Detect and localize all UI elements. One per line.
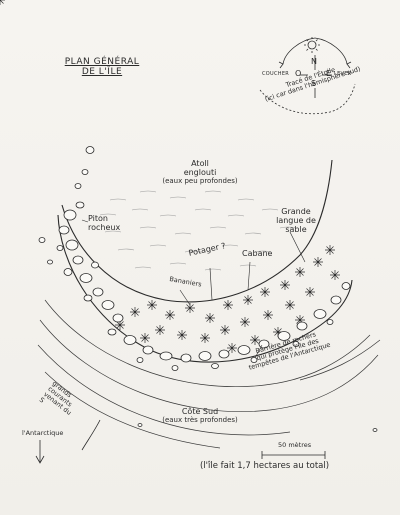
label-cote-sud: Côte Sud (eaux très profondes) <box>150 407 250 424</box>
rock-barrier <box>38 146 378 432</box>
compass-north-label: N <box>311 57 317 66</box>
label-grande-line1: Grande <box>281 207 311 216</box>
label-grande-line2: langue de <box>276 215 316 225</box>
label-leaders <box>81 219 306 359</box>
label-cote-line1: Côte Sud <box>181 407 219 416</box>
lagoon-ripples <box>99 190 297 271</box>
label-atoll: Atoll englouti (eaux peu profondes) <box>160 159 240 185</box>
label-piton-line1: Piton <box>88 214 108 223</box>
compass-sunset-label: COUCHER <box>262 71 290 77</box>
compass-west-label: O <box>295 69 302 78</box>
label-grande-line3: sable <box>285 224 307 234</box>
label-atoll-line3: (eaux peu profondes) <box>162 176 238 185</box>
label-atoll-line2: englouti <box>183 167 217 177</box>
current-arrow <box>35 419 101 464</box>
area-note: (l'île fait 1,7 hectares au total) <box>200 461 330 471</box>
compass-sunrise-label: LEVER <box>334 71 352 77</box>
map-title-line1: PLAN GÉNÉRAL <box>64 57 140 67</box>
scale-label: 50 mètres <box>278 441 312 449</box>
label-atoll-line1: Atoll <box>191 159 209 168</box>
ocean-swells <box>37 299 381 449</box>
label-antarctique: l'Antarctique <box>22 429 64 437</box>
label-piton: Piton rocheux <box>88 214 121 233</box>
label-cabane: Cabane <box>242 249 273 258</box>
label-piton-line2: rocheux <box>88 222 121 232</box>
compass-east-label: E <box>326 69 332 78</box>
map-title-line2: DE L'ÎLE <box>81 66 123 77</box>
label-cote-line2: (eaux très profondes) <box>162 415 238 424</box>
compass-south-label: S <box>311 79 317 88</box>
scale-bar <box>261 451 326 459</box>
map-title: PLAN GÉNÉRAL DE L'ÎLE <box>62 57 142 78</box>
compass-rose <box>259 37 356 115</box>
label-grande-langue: Grande langue de sable <box>266 207 326 234</box>
